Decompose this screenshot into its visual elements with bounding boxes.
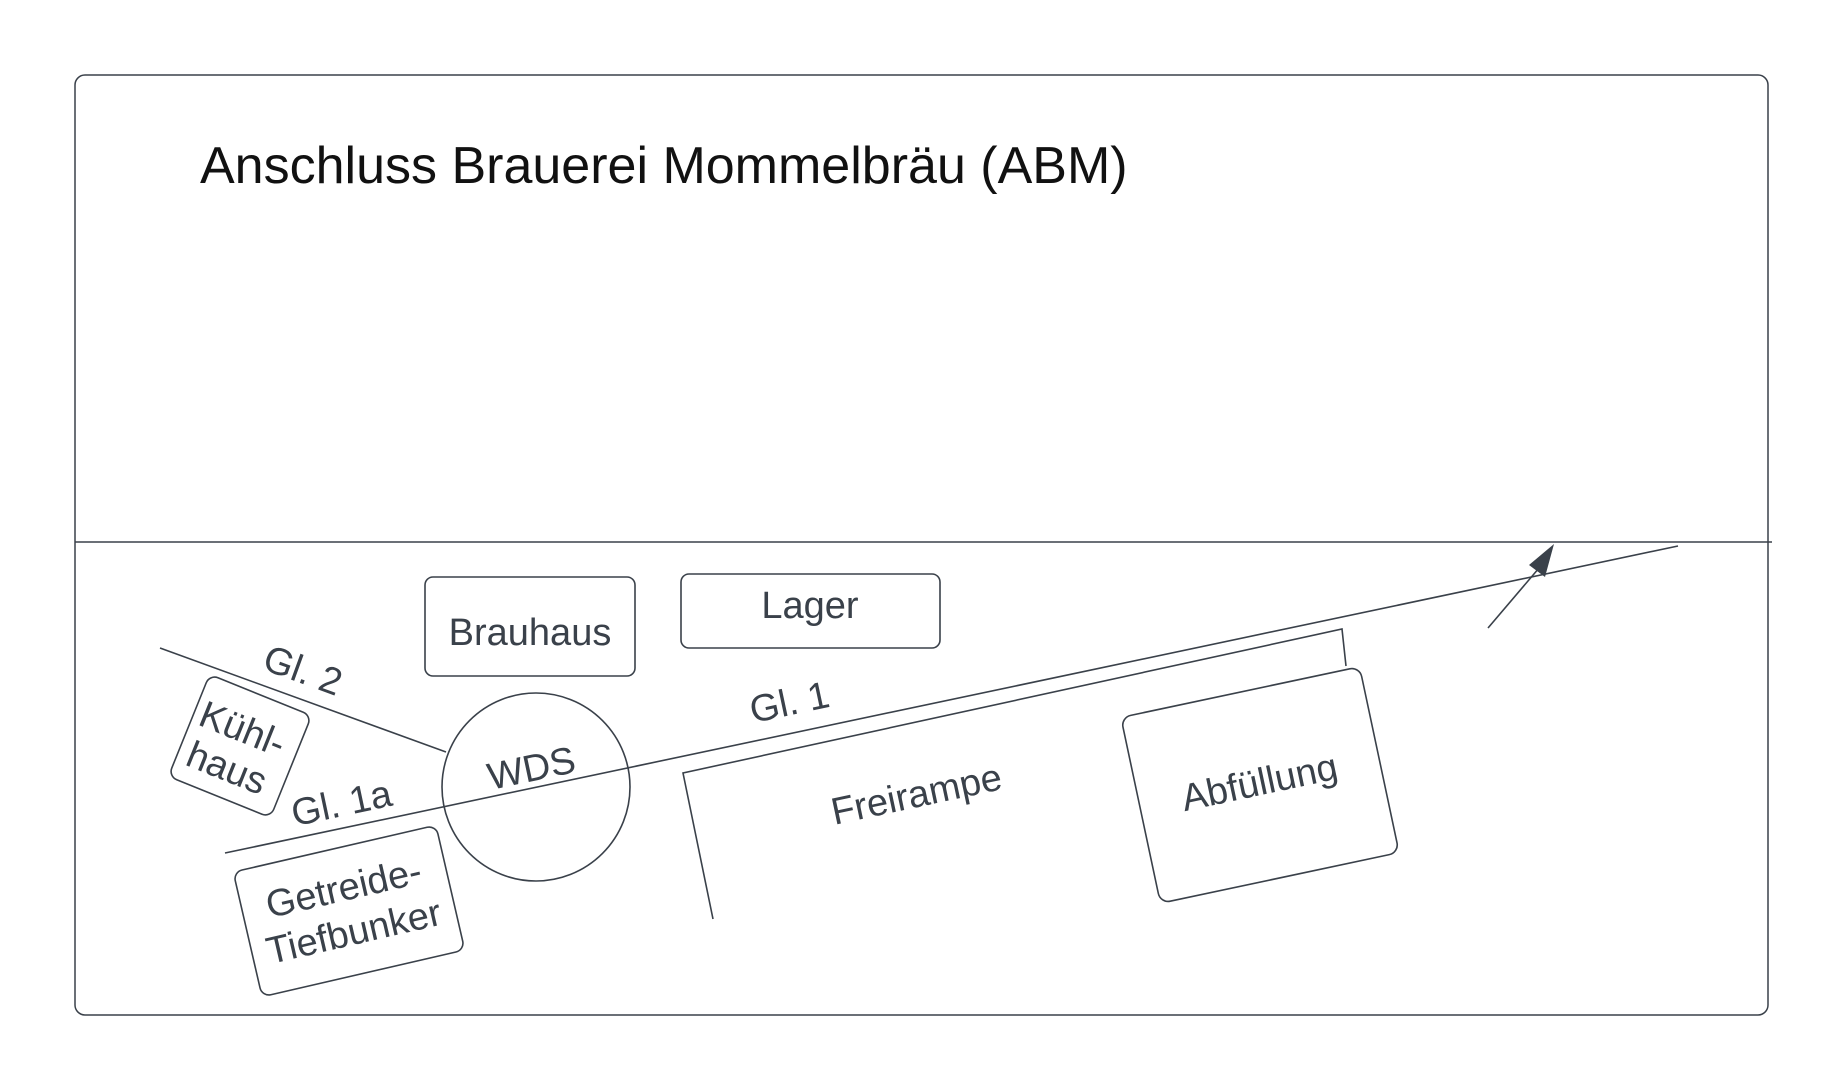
- diagram-frame: [74, 74, 1769, 1016]
- freirampe-label: Freirampe: [828, 757, 1006, 834]
- brauhaus-label: Brauhaus: [449, 612, 612, 654]
- building-getreide-tiefbunker: Getreide- Tiefbunker: [234, 826, 464, 996]
- track-gl2-label: Gl. 2: [258, 638, 348, 705]
- track-gl1-label: Gl. 1: [746, 674, 833, 732]
- track-gl2: [159, 647, 447, 753]
- diagram-title: Anschluss Brauerei Mommelbräu (ABM): [200, 137, 1128, 195]
- freirampe-outline: [682, 628, 1347, 920]
- direction-arrow-shaft: [1487, 560, 1546, 629]
- wds-label: WDS: [484, 739, 579, 799]
- building-lager: [680, 573, 941, 649]
- wds-turntable: [441, 692, 631, 882]
- building-abfuellung: Abfüllung: [1121, 667, 1399, 903]
- direction-arrow-icon: [1529, 544, 1554, 577]
- track-gl1: [224, 545, 1679, 854]
- building-brauhaus: [424, 576, 636, 677]
- track-gl1a-label: Gl. 1a: [288, 773, 397, 835]
- lager-label: Lager: [761, 585, 859, 627]
